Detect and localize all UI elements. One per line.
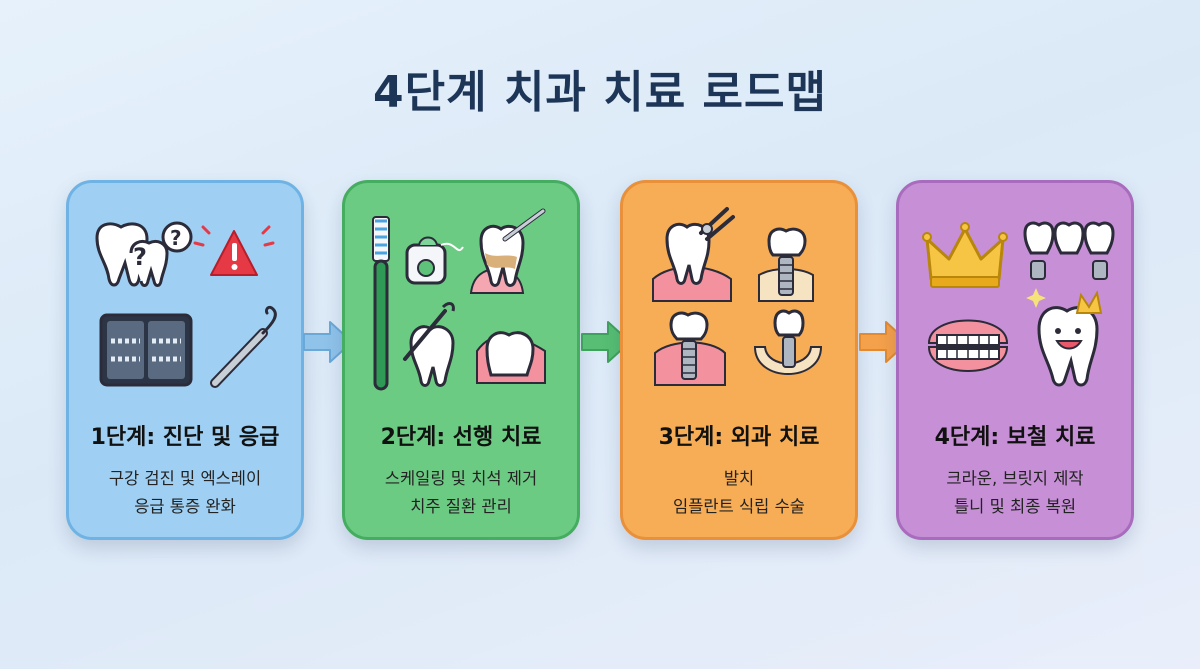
stage-3-line-2: 임플란트 식립 수술 xyxy=(673,497,805,516)
healthy-gum-tooth-icon xyxy=(476,331,546,384)
stage-3-description: 발치 임플란트 식립 수술 xyxy=(623,465,855,521)
page-title: 4단계 치과 치료 로드맵 xyxy=(373,67,827,118)
flossing-tooth-icon xyxy=(403,302,455,387)
jaw-implant-icon xyxy=(753,309,823,375)
stage-card-3: 3단계: 외과 치료 발치 임플란트 식립 수술 xyxy=(620,180,858,540)
stage-card-1: ? ? 1단계: 진단 및 응급 구강 검진 및 엑스레이 응급 통증 완화 xyxy=(66,180,304,540)
stage-2-line-1: 스케일링 및 치석 제거 xyxy=(384,469,538,488)
tooth-extraction-icon xyxy=(652,207,735,302)
stage-1-line-2: 응급 통증 완화 xyxy=(134,497,236,516)
stage-4-icons xyxy=(922,221,1115,387)
stage-3-title: 3단계: 외과 치료 xyxy=(658,425,820,450)
dental-probe-icon xyxy=(210,305,277,388)
arrow-right-icon xyxy=(581,321,631,363)
denture-icon xyxy=(927,319,1009,372)
happy-tooth-icon xyxy=(1026,288,1103,387)
implant-gum-icon xyxy=(654,311,726,386)
stage-card-4: 4단계: 보철 치료 크라운, 브릿지 제작 틀니 및 최종 복원 xyxy=(896,180,1134,540)
svg-text:?: ? xyxy=(170,226,182,250)
toothbrush-icon xyxy=(372,216,390,391)
stage-3-icons xyxy=(652,207,823,386)
stage-1-description: 구강 검진 및 엑스레이 응급 통증 완화 xyxy=(69,465,301,521)
stage-1-icons: ? ? xyxy=(95,221,277,388)
stage-2-title: 2단계: 선행 치료 xyxy=(380,425,542,450)
stage-2-line-2: 치주 질환 관리 xyxy=(410,497,512,516)
stage-4-description: 크라운, 브릿지 제작 틀니 및 최종 복원 xyxy=(899,465,1131,521)
stage-4-line-1: 크라운, 브릿지 제작 xyxy=(946,469,1084,488)
stage-2-icons xyxy=(372,208,546,391)
confused-tooth-icon: ? ? xyxy=(95,221,193,287)
implant-icon xyxy=(758,227,814,302)
xray-film-icon xyxy=(99,313,193,387)
stage-4-line-2: 틀니 및 최종 복원 xyxy=(954,497,1076,516)
stage-4-title: 4단계: 보철 치료 xyxy=(934,425,1096,450)
dental-floss-icon xyxy=(405,236,464,285)
crown-icon xyxy=(922,222,1008,288)
arrow-right-icon xyxy=(303,321,353,363)
bridge-icon xyxy=(1023,221,1115,280)
stage-1-line-1: 구강 검진 및 엑스레이 xyxy=(108,469,262,488)
stage-1-title: 1단계: 진단 및 응급 xyxy=(90,425,280,450)
stage-card-2: 2단계: 선행 치료 스케일링 및 치석 제거 치주 질환 관리 xyxy=(342,180,580,540)
warning-icon xyxy=(193,225,275,276)
stage-3-line-1: 발치 xyxy=(723,469,755,488)
tartar-tooth-icon xyxy=(469,208,546,294)
svg-text:?: ? xyxy=(133,243,147,271)
stage-2-description: 스케일링 및 치석 제거 치주 질환 관리 xyxy=(345,465,577,521)
